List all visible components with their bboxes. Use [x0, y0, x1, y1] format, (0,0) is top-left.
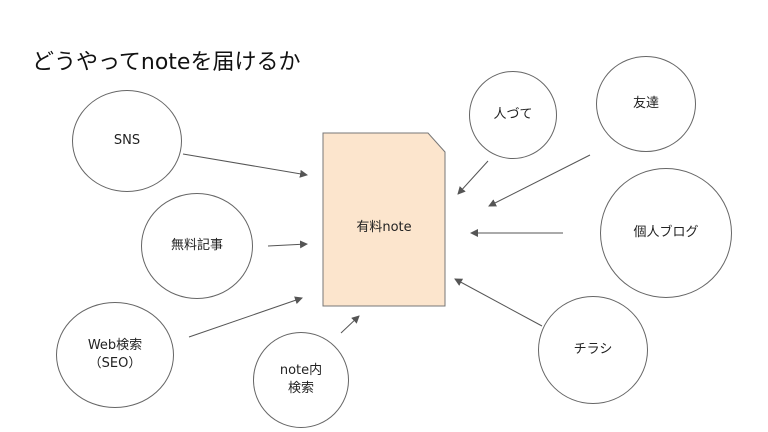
paid-note-document — [322, 132, 446, 307]
arrow-free-article-to-note — [267, 240, 308, 249]
node-friends: 友達 — [596, 56, 696, 152]
arrow-flyer-to-note — [454, 278, 543, 327]
arrow-note-search-to-note — [340, 315, 360, 334]
node-word-of-mouth-label: 人づて — [493, 107, 533, 123]
node-flyer: チラシ — [538, 296, 648, 404]
node-free-article-label: 無料記事 — [170, 238, 223, 254]
node-note-search-line2: 検索 — [287, 381, 314, 396]
paid-note-label: 有料note — [356, 220, 412, 235]
node-sns-label: SNS — [113, 133, 141, 149]
node-personal-blog-label: 個人ブログ — [633, 225, 699, 241]
node-web-search: Web検索 （SEO） — [56, 302, 174, 408]
arrow-sns-to-note — [182, 153, 308, 178]
node-note-search-line1: note内 — [279, 363, 323, 379]
arrow-friends-to-note — [488, 154, 591, 207]
node-web-search-line2: （SEO） — [88, 356, 142, 371]
node-free-article: 無料記事 — [141, 193, 253, 299]
node-flyer-label: チラシ — [573, 342, 613, 358]
node-web-search-line1: Web検索 — [87, 338, 143, 354]
node-personal-blog: 個人ブログ — [600, 168, 732, 298]
arrow-web-search-to-note — [188, 296, 303, 338]
node-friends-label: 友達 — [632, 96, 659, 112]
arrow-word-of-mouth-to-note — [457, 160, 489, 195]
node-sns: SNS — [72, 90, 182, 192]
page-title: どうやってnoteを届けるか — [32, 50, 301, 75]
node-note-search: note内 検索 — [253, 332, 349, 428]
node-word-of-mouth: 人づて — [469, 71, 557, 159]
